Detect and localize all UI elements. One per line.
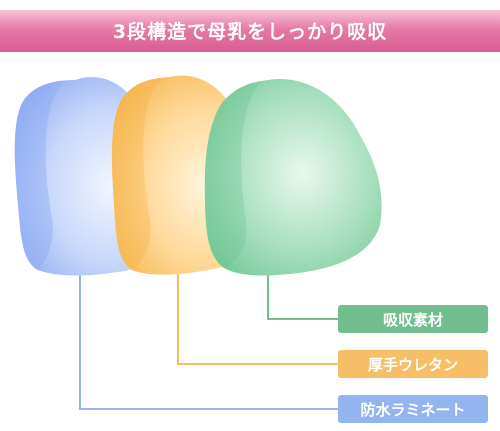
- label-thick-urethane-text: 厚手ウレタン: [367, 355, 458, 374]
- label-absorbent-material: 吸収素材: [338, 305, 488, 333]
- page-title: 3段構造で母乳をしっかり吸収: [112, 20, 388, 43]
- header-band: [0, 10, 500, 52]
- connector-line-thick-urethane: [177, 268, 338, 365]
- label-waterproof-laminate-text: 防水ラミネート: [360, 400, 466, 419]
- connector-line-absorbent-material: [267, 265, 338, 320]
- header: 3段構造で母乳をしっかり吸収: [0, 10, 500, 52]
- label-absorbent-material-text: 吸収素材: [382, 310, 443, 329]
- absorbent-material-layer-shape: [204, 79, 382, 276]
- label-waterproof-laminate: 防水ラミネート: [338, 395, 488, 423]
- label-thick-urethane: 厚手ウレタン: [338, 350, 488, 378]
- connector-line-waterproof-laminate: [79, 268, 338, 410]
